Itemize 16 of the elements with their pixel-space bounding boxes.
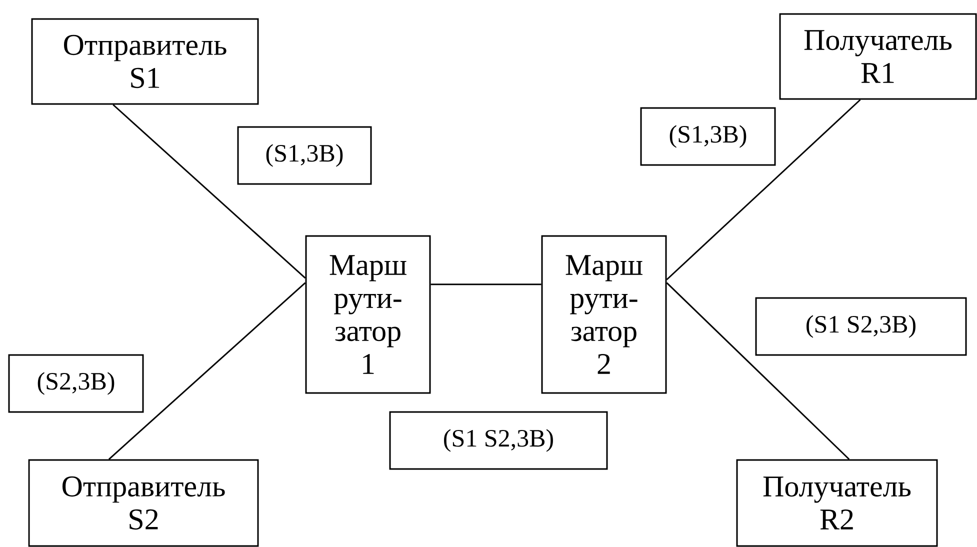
packet-label-box: (S1,3B)	[237, 126, 372, 185]
connection-line	[112, 104, 306, 279]
packet-label-box: (S2,3B)	[8, 354, 144, 413]
router-box: Марш рути- затор 2	[541, 235, 667, 394]
packet-label-box: (S1 S2,3B)	[755, 297, 967, 356]
router-box: Марш рути- затор 1	[305, 235, 431, 394]
receiver-box: Получатель R2	[736, 459, 938, 547]
connection-line	[666, 282, 850, 460]
packet-label-box: (S1 S2,3B)	[389, 411, 608, 470]
connection-line	[430, 284, 542, 286]
packet-label-box: (S1,3B)	[640, 107, 776, 166]
sender-box: Отправитель S2	[28, 459, 259, 547]
sender-box: Отправитель S1	[31, 18, 259, 105]
receiver-box: Получатель R1	[779, 13, 977, 100]
connection-line	[666, 99, 861, 280]
connection-line	[108, 282, 306, 460]
